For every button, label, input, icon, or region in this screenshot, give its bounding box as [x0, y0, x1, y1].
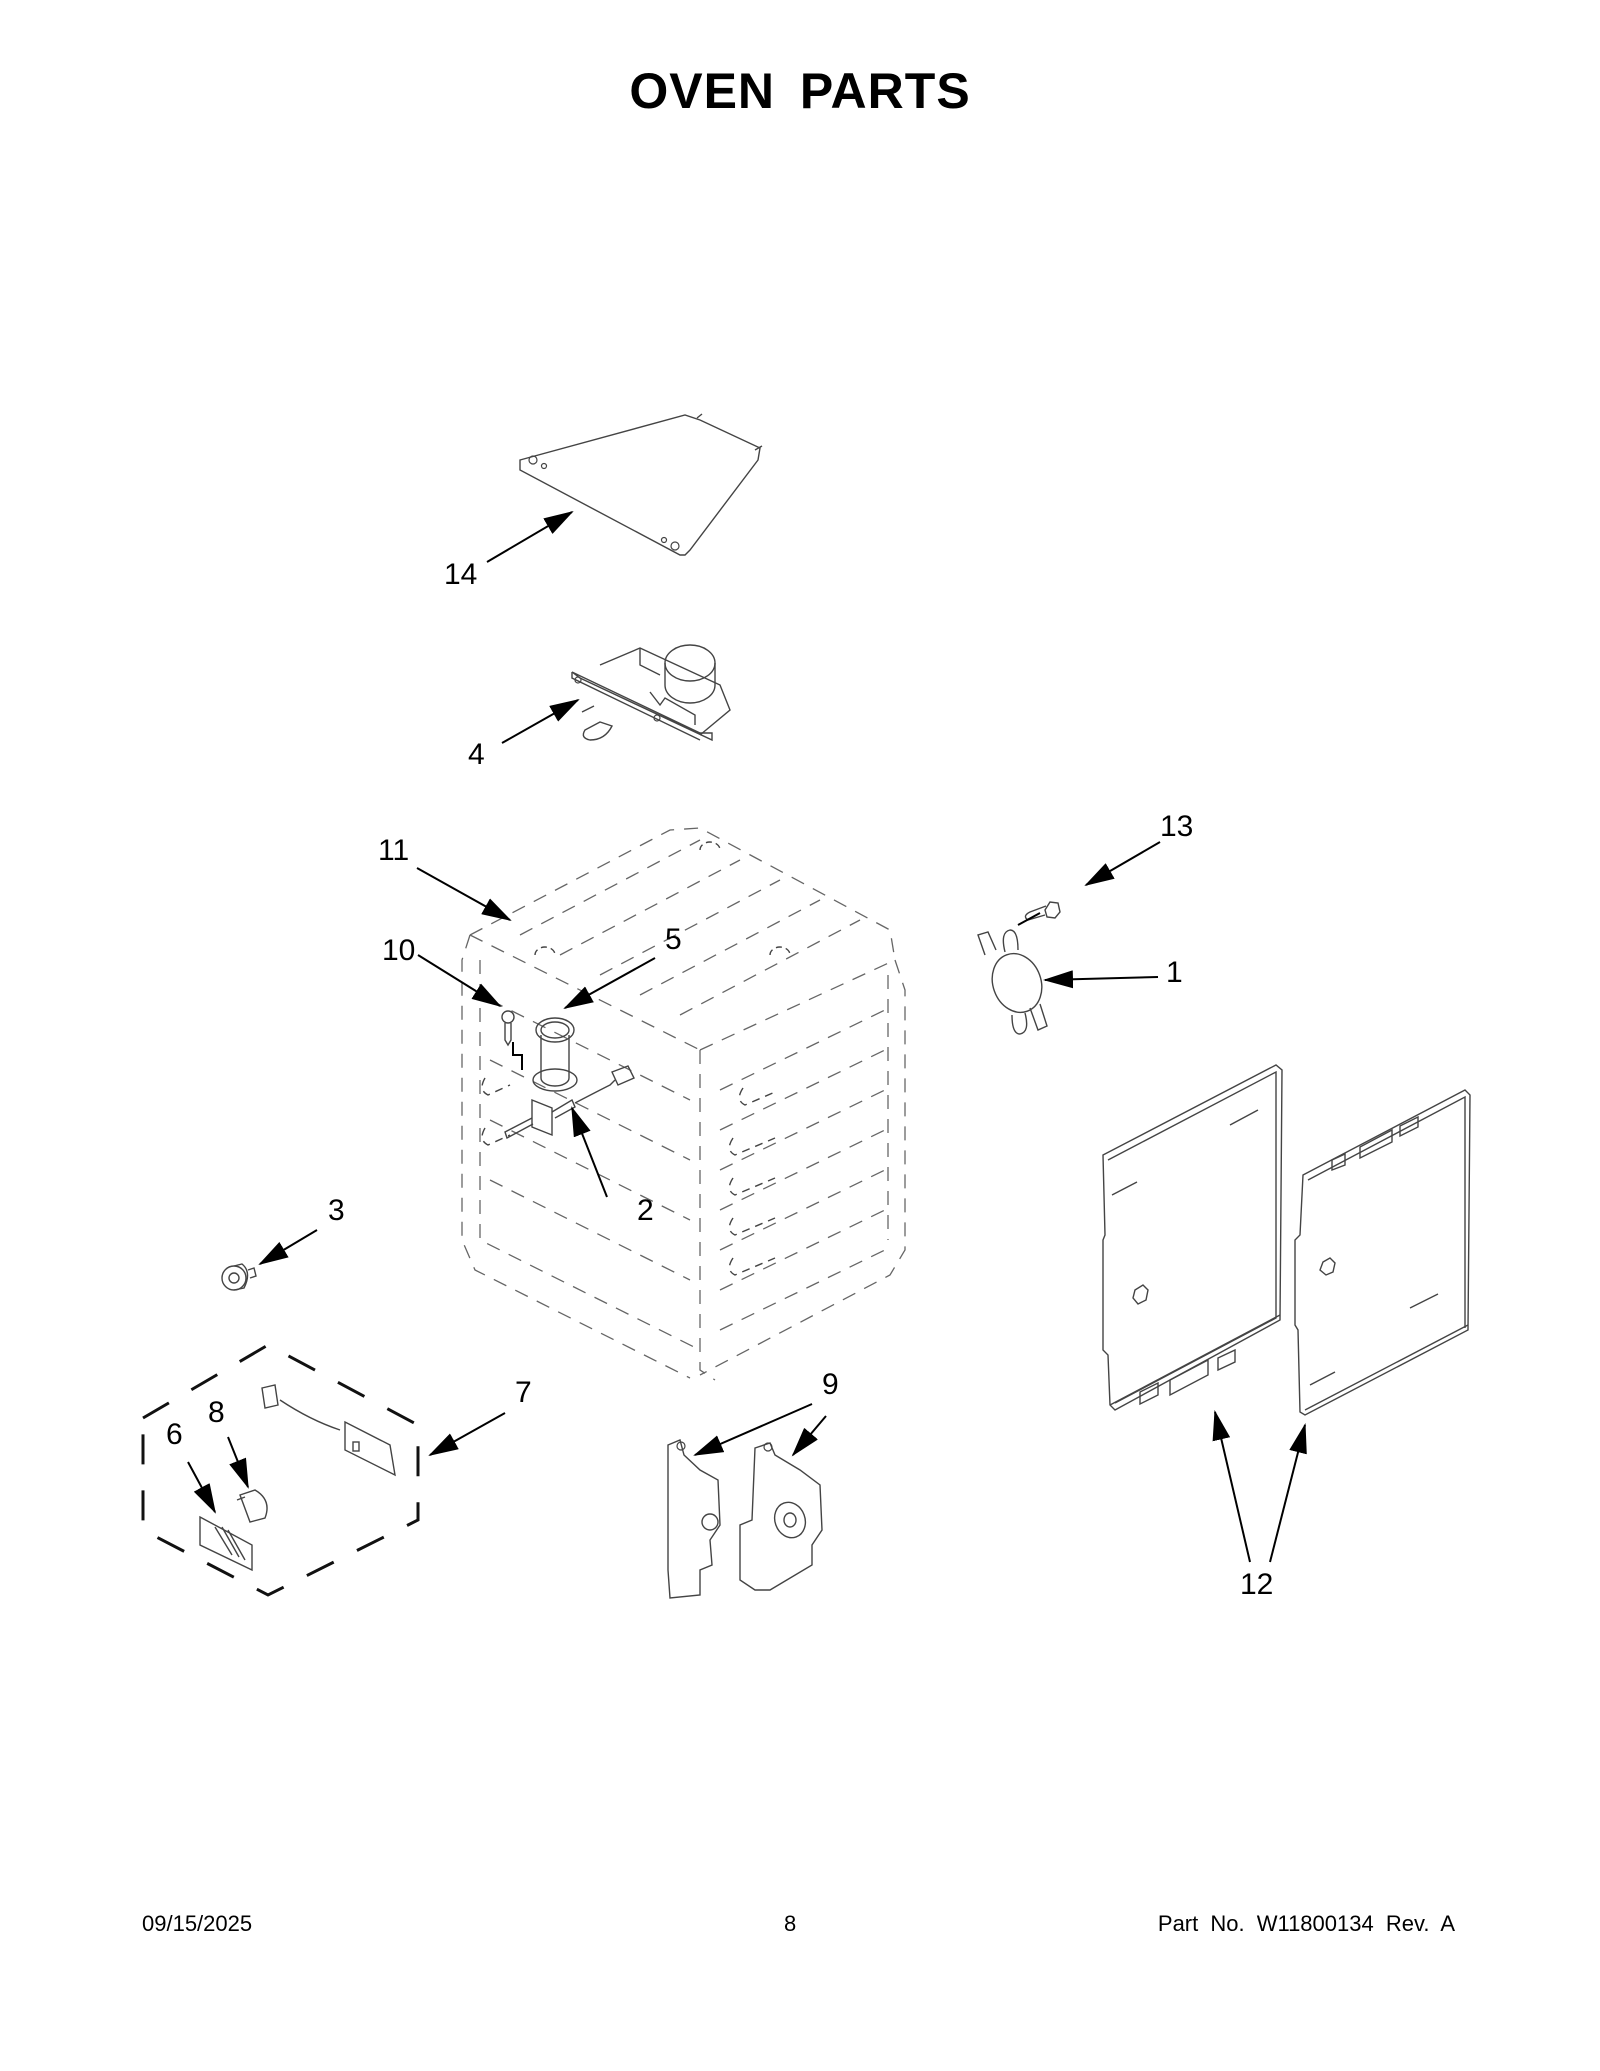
leader-9b [791, 1415, 827, 1457]
leader-9a [693, 1403, 813, 1456]
callout-6: 6 [166, 1418, 183, 1451]
leader-7 [428, 1412, 506, 1456]
callout-11: 11 [378, 834, 410, 867]
leader-13 [1084, 841, 1161, 887]
leader-3 [258, 1229, 318, 1266]
callout-9: 9 [822, 1368, 839, 1401]
leader-12b [1269, 1423, 1307, 1563]
door-hinges-part [667, 1439, 823, 1599]
callout-8: 8 [208, 1396, 225, 1429]
temperature-sensor-part [504, 1065, 635, 1140]
vent-tube-part [532, 1017, 578, 1092]
door-bumper-part [221, 1263, 257, 1291]
heat-shield-part [519, 413, 763, 556]
leader-4 [501, 699, 580, 744]
oven-cavity-part [461, 827, 906, 1381]
leader-1 [1043, 970, 1159, 989]
footer-page-number: 8 [784, 1911, 797, 1936]
screw-part-13 [1017, 901, 1061, 926]
leader-11 [416, 867, 512, 921]
callout-4: 4 [468, 738, 485, 771]
callout-7: 7 [515, 1376, 532, 1409]
door-latch-part [571, 644, 731, 742]
callout-5: 5 [665, 923, 682, 956]
light-kit-part [141, 1343, 420, 1597]
callout-1: 1 [1166, 956, 1183, 989]
callout-2: 2 [637, 1194, 654, 1227]
screw-part-10 [501, 1010, 523, 1070]
footer-part-number: Part No. W11800134 Rev. A [1157, 1911, 1455, 1936]
callout-13: 13 [1160, 810, 1194, 843]
callout-12: 12 [1240, 1568, 1274, 1601]
leader-10 [417, 954, 502, 1008]
page-title: OVEN PARTS [629, 63, 971, 119]
leader-12a [1212, 1410, 1251, 1563]
leader-8 [227, 1436, 249, 1489]
leader-5 [563, 957, 656, 1009]
leader-14 [486, 510, 574, 563]
callout-3: 3 [328, 1194, 345, 1227]
footer-date: 09/15/2025 [142, 1911, 253, 1936]
thermal-fuse-part [977, 929, 1048, 1035]
callout-14: 14 [444, 558, 478, 591]
leader-2 [571, 1106, 608, 1198]
side-panels-part [1102, 1064, 1471, 1416]
leader-6 [187, 1461, 216, 1514]
callout-10: 10 [382, 934, 416, 967]
